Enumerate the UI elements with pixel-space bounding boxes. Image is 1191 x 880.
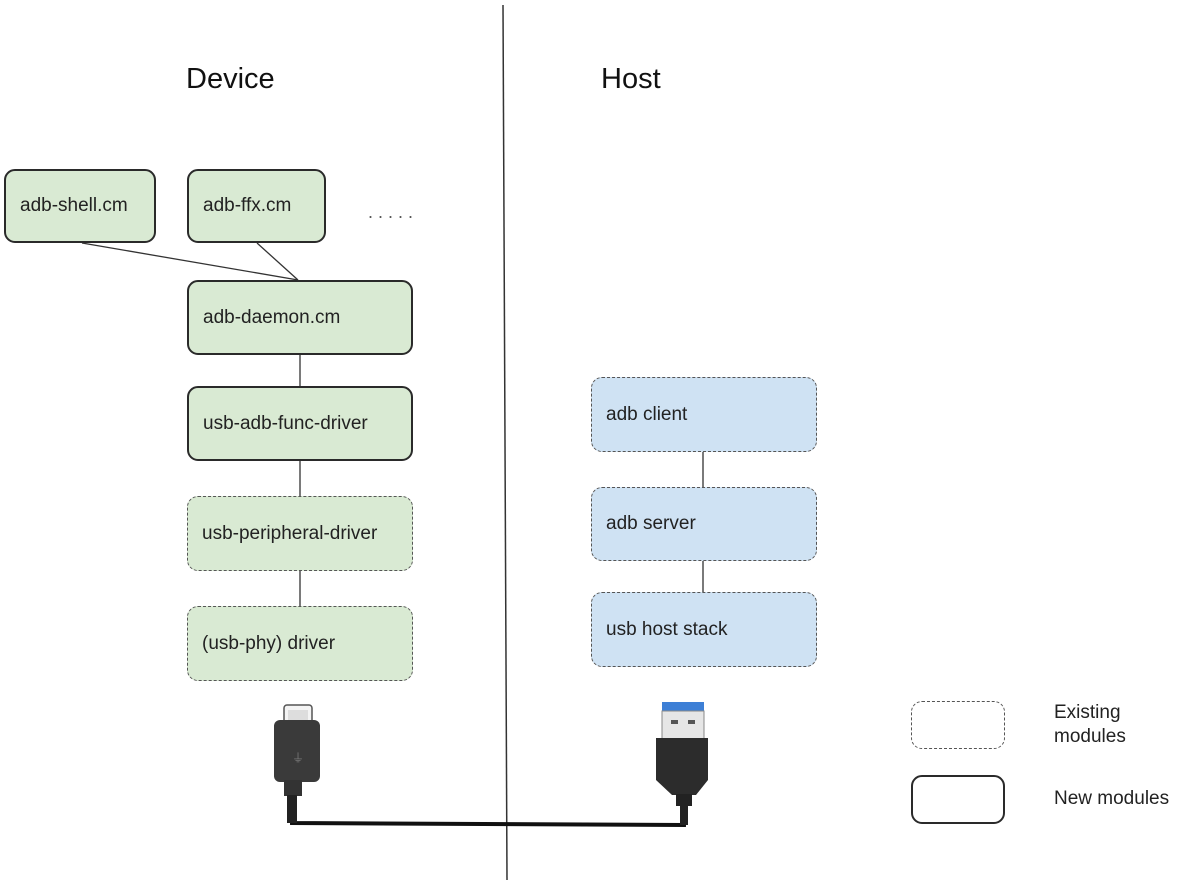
module-usb-host-stack[interactable]: usb host stack — [591, 592, 817, 667]
host-title: Host — [601, 63, 661, 95]
legend-new-label: New modules — [1054, 788, 1170, 809]
svg-text:⏚: ⏚ — [292, 751, 304, 765]
module-adb-server[interactable]: adb server — [591, 487, 817, 561]
module-usb-adb-func-driver[interactable]: usb-adb-func-driver — [187, 386, 413, 461]
module-label: (usb-phy) driver — [202, 632, 336, 654]
legend-new-swatch — [911, 775, 1005, 824]
edge-shell-daemon — [81, 242, 299, 281]
section-divider — [502, 4, 508, 880]
edge-ffx-daemon — [256, 242, 299, 281]
module-label: usb host stack — [606, 618, 728, 640]
more-modules-ellipsis: ..... — [368, 202, 419, 222]
module-usb-phy-driver[interactable]: (usb-phy) driver — [187, 606, 413, 681]
micro-usb-connector-icon: ⏚ — [274, 704, 320, 823]
legend-existing-label: Existing modules — [1054, 701, 1126, 749]
module-label: adb-shell.cm — [20, 195, 128, 216]
module-label: usb-adb-func-driver — [203, 412, 368, 434]
module-label: adb-ffx.cm — [203, 195, 292, 216]
legend-existing-line1: Existing — [1054, 702, 1121, 723]
module-label: usb-peripheral-driver — [202, 522, 378, 544]
module-adb-shell[interactable]: adb-shell.cm — [4, 169, 156, 243]
device-title: Device — [186, 63, 275, 95]
module-adb-daemon[interactable]: adb-daemon.cm — [187, 280, 413, 355]
legend-existing-line2: modules — [1054, 726, 1126, 747]
module-adb-client[interactable]: adb client — [591, 377, 817, 452]
module-label: adb client — [606, 403, 688, 425]
module-label: adb server — [606, 513, 696, 534]
module-label: adb-daemon.cm — [203, 306, 341, 328]
module-adb-ffx[interactable]: adb-ffx.cm — [187, 169, 326, 243]
legend-existing-swatch — [911, 701, 1005, 749]
module-usb-peripheral-driver[interactable]: usb-peripheral-driver — [187, 496, 413, 571]
usb-a-connector-icon — [656, 702, 708, 825]
usb-cable — [289, 789, 687, 828]
